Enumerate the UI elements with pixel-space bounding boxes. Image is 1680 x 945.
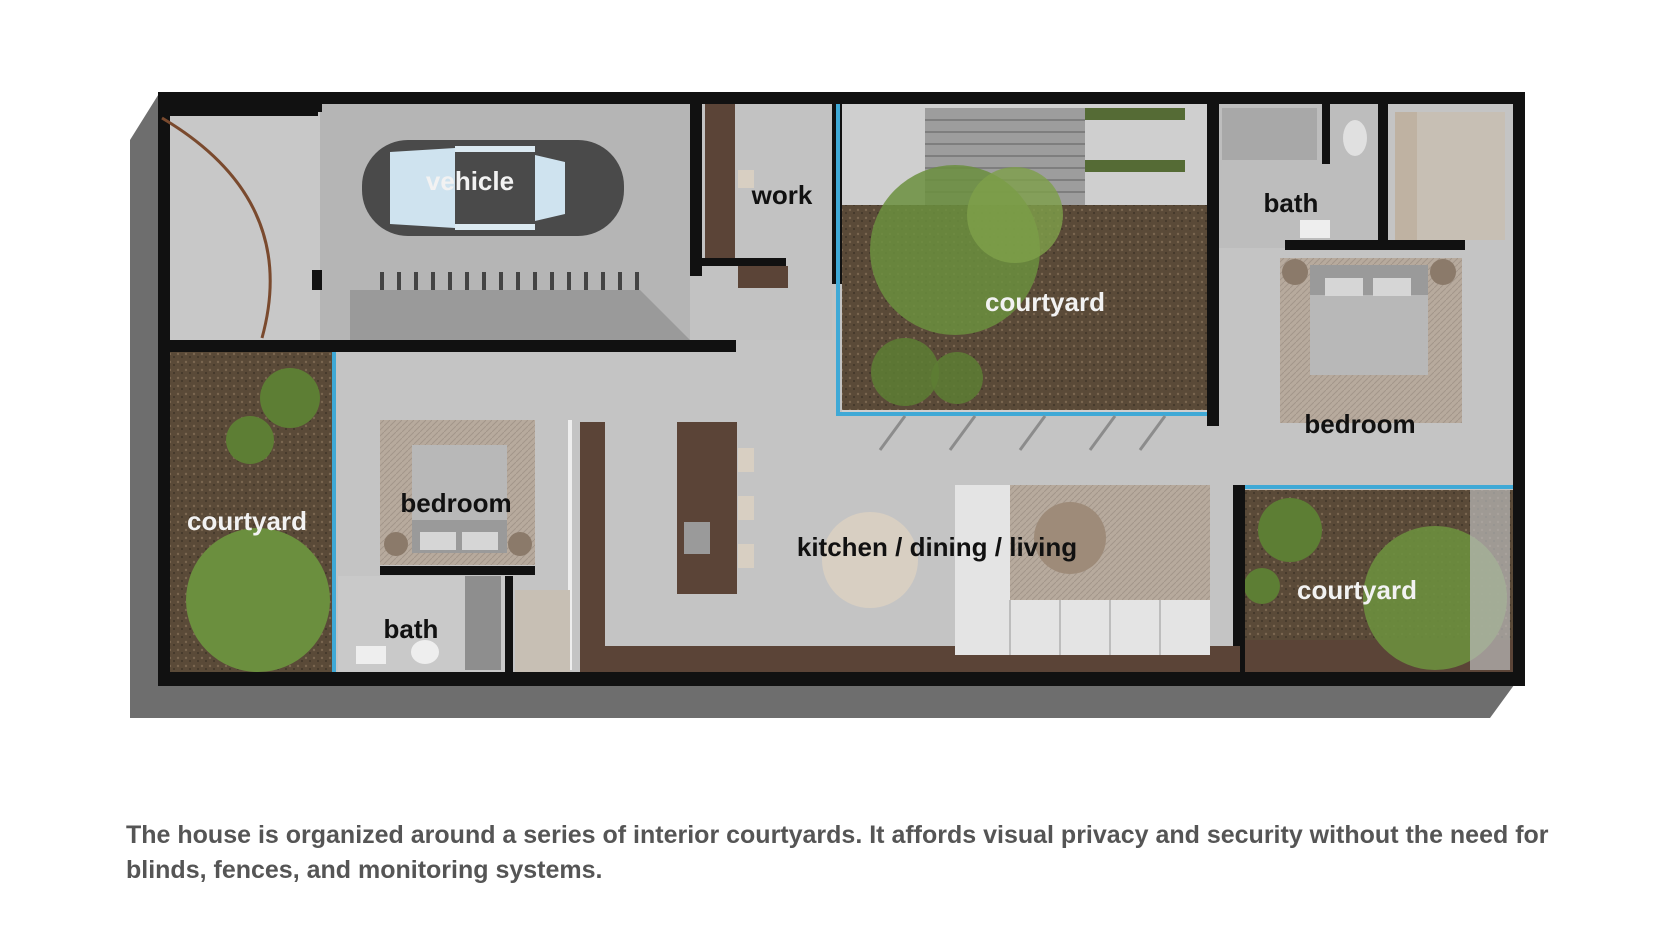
garage-cast-shadow xyxy=(350,290,690,340)
caption: The house is organized around a series o… xyxy=(126,821,1549,884)
label-work: work xyxy=(751,180,813,210)
wall-bath-right-divider xyxy=(1322,104,1330,164)
wall-garage-south xyxy=(158,340,736,352)
bedroom-left-pillow-1 xyxy=(420,532,456,550)
garage-wall-stub xyxy=(158,104,318,116)
label-courtyard-right: courtyard xyxy=(1297,575,1417,605)
wall-courtyard-east xyxy=(1207,104,1219,426)
label-bedroom-right: bedroom xyxy=(1304,409,1415,439)
work-chair xyxy=(738,170,754,188)
courtyard-right-path xyxy=(1470,490,1510,670)
glazing-courtyard-west xyxy=(836,104,840,414)
garage-pier xyxy=(312,92,322,112)
sofa-cushions xyxy=(1009,600,1161,655)
label-bedroom-left: bedroom xyxy=(400,488,511,518)
wall-bath-right-south xyxy=(1285,240,1465,250)
bath-left-toilet xyxy=(411,640,439,664)
sofa-seat xyxy=(955,600,1210,655)
courtyard-center-trees xyxy=(870,165,1063,406)
bath-right-toilet xyxy=(1343,120,1367,156)
kitchen-counter-wall xyxy=(580,422,605,672)
closet-left xyxy=(515,590,570,672)
wall-courtyard-right-west xyxy=(1233,485,1245,685)
bedroom-right-nightstand-1 xyxy=(1282,259,1308,285)
work-desk xyxy=(705,104,735,259)
label-bath-left: bath xyxy=(384,614,439,644)
bath-right-shower xyxy=(1222,108,1317,160)
bedroom-left-duvet xyxy=(412,445,507,520)
garage-pier-2 xyxy=(312,270,322,290)
work-desk-lower xyxy=(738,266,788,288)
bedroom-right-duvet xyxy=(1310,295,1428,375)
wall-bath-left-east xyxy=(505,576,513,672)
closet-right-wood xyxy=(1395,112,1417,240)
wall-bedroom-left-east xyxy=(568,420,572,670)
glazing-courtyard-right-north xyxy=(1245,485,1513,489)
wall-bath-right-east xyxy=(1378,104,1388,248)
door-swing-garage xyxy=(161,116,272,339)
bar-stools xyxy=(738,448,754,568)
bedroom-left-nightstand-1 xyxy=(384,532,408,556)
wall-bedroom-left-south xyxy=(380,566,535,575)
label-courtyard-center: courtyard xyxy=(985,287,1105,317)
wall-living-south xyxy=(158,672,1525,686)
kitchen-island-sink xyxy=(684,522,710,554)
bedroom-right-nightstand-2 xyxy=(1430,259,1456,285)
bath-left-shower xyxy=(465,576,501,670)
courtyard-mullion-shadows xyxy=(878,415,1167,451)
kitchen-island xyxy=(677,422,737,594)
garage-slats xyxy=(380,272,639,290)
bedroom-left-pillow-2 xyxy=(462,532,498,550)
bedroom-left-nightstand-2 xyxy=(508,532,532,556)
dining-table xyxy=(822,512,918,608)
bath-left-sink xyxy=(356,646,386,664)
coffee-table xyxy=(1034,502,1106,574)
label-kitchen-dining-living: kitchen / dining / living xyxy=(797,532,1077,562)
bedroom-right-pillow-1 xyxy=(1325,278,1363,296)
label-vehicle: vehicle xyxy=(426,166,514,196)
courtyard-left-trees xyxy=(186,368,330,672)
bath-right-sink xyxy=(1300,220,1330,238)
vehicle-car xyxy=(362,140,624,236)
glazing-courtyard-south xyxy=(836,412,1207,416)
label-bath-right: bath xyxy=(1264,188,1319,218)
bedroom-right-pillow-2 xyxy=(1373,278,1411,296)
wall-work-west xyxy=(690,104,702,276)
wall-work-south xyxy=(690,258,786,266)
wall-courtyard-left-east xyxy=(332,352,336,672)
label-courtyard-left: courtyard xyxy=(187,506,307,536)
